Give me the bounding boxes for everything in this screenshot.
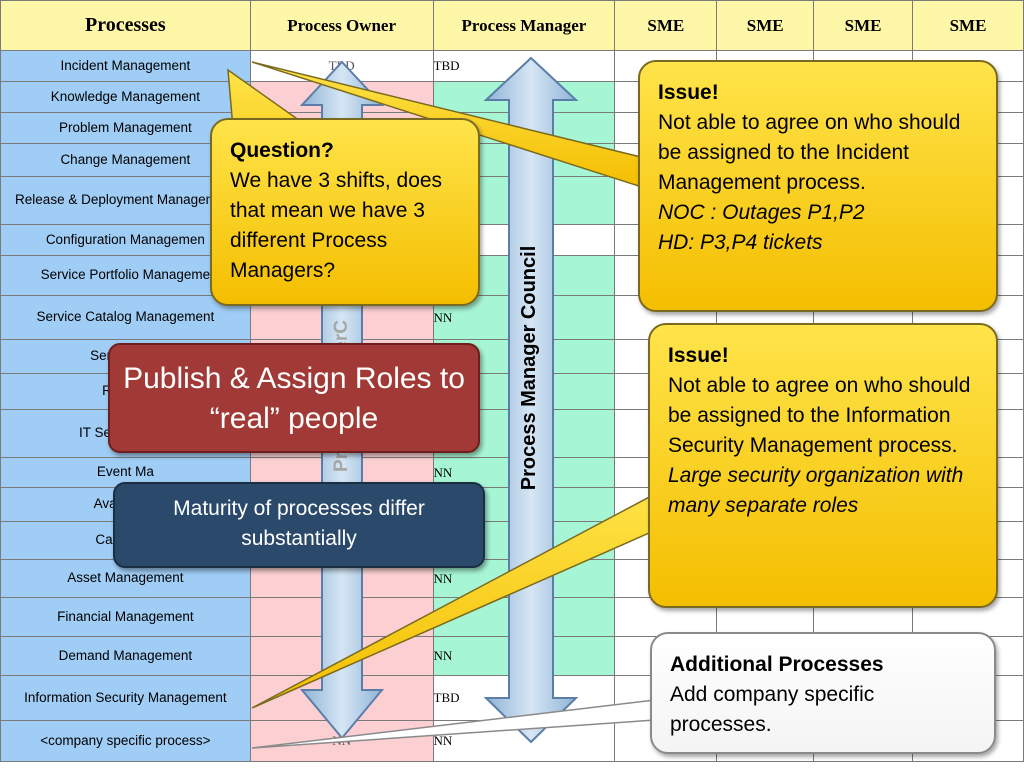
process-manager-cell (432, 597, 616, 637)
issue-callout-security: Issue! Not able to agree on who should b… (648, 323, 998, 608)
process-name-cell: Demand Management (0, 636, 251, 676)
issue-callout-incident: Issue! Not able to agree on who should b… (638, 60, 998, 312)
issue2-note: Large security organization with many se… (668, 464, 964, 517)
process-name-cell: Release & Deployment Management (0, 176, 251, 225)
process-manager-cell: TBD (432, 675, 616, 721)
process-name-cell: Knowledge Management (0, 81, 251, 113)
issue2-title: Issue! (668, 344, 729, 367)
issue2-body: Not able to agree on who should be assig… (668, 374, 971, 457)
issue1-note-noc: NOC : Outages P1,P2 (658, 201, 865, 224)
header-row: Processes Process Owner Process Manager … (0, 0, 1024, 51)
process-name-cell: <company specific process> (0, 720, 251, 762)
process-manager-cell: NN (432, 636, 616, 676)
process-owner-cell: TBD (249, 675, 434, 721)
process-manager-cell: NN (432, 720, 616, 762)
issue1-title: Issue! (658, 81, 719, 104)
header-sme-1: SME (614, 0, 718, 51)
header-sme-3: SME (813, 0, 914, 51)
header-process-owner: Process Owner (249, 0, 434, 51)
process-owner-cell: TBD (249, 50, 434, 82)
header-processes: Processes (0, 0, 251, 51)
publish-assign-box: Publish & Assign Roles to “real” people (108, 343, 480, 453)
process-owner-cell: NN (249, 636, 434, 676)
header-process-manager: Process Manager (432, 0, 616, 51)
process-name-cell: Service Catalog Management (0, 295, 251, 340)
maturity-box: Maturity of processes differ substantial… (113, 482, 485, 568)
header-sme-2: SME (716, 0, 815, 51)
question-body: We have 3 shifts, does that mean we have… (230, 169, 443, 282)
process-manager-cell (432, 81, 616, 113)
additional-body: Add company specific processes. (670, 683, 875, 736)
question-callout: Question? We have 3 shifts, does that me… (210, 118, 480, 306)
issue1-body: Not able to agree on who should be assig… (658, 111, 961, 194)
process-owner-cell: NN (249, 81, 434, 113)
additional-title: Additional Processes (670, 653, 884, 676)
process-manager-cell: TBD (432, 50, 616, 82)
header-sme-4: SME (912, 0, 1024, 51)
process-owner-cell: NN (249, 597, 434, 637)
process-name-cell: Financial Management (0, 597, 251, 637)
question-title: Question? (230, 139, 334, 162)
manager-council-label: Process Manager Council (518, 245, 540, 491)
issue1-note-hd: HD: P3,P4 tickets (658, 231, 823, 254)
process-name-cell: Incident Management (0, 50, 251, 82)
process-name-cell: Change Management (0, 143, 251, 177)
process-name-cell: Service Portfolio Manageme (0, 255, 251, 296)
process-name-cell: Information Security Management (0, 675, 251, 721)
process-owner-cell: NN (249, 720, 434, 762)
process-name-cell: Configuration Managemen (0, 224, 251, 256)
additional-processes-callout: Additional Processes Add company specifi… (650, 632, 996, 754)
